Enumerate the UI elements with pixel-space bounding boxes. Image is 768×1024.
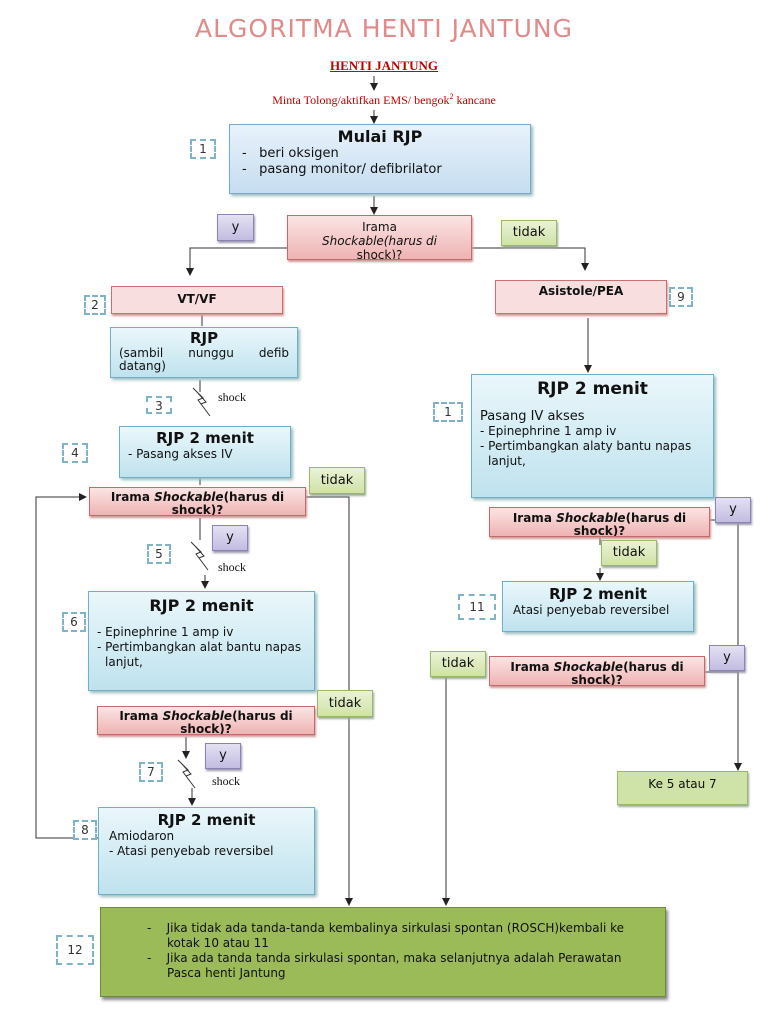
step-number-11: 11 xyxy=(458,594,496,620)
cpr-box: RJP (sambil nunggu defib datang) xyxy=(110,327,298,378)
final-note-box: - Jika tidak ada tanda-tanda kembalinya … xyxy=(100,907,666,997)
call-for-help-line: Minta Tolong/aktifkan EMS/ bengok2 kanca… xyxy=(272,92,496,107)
label-yes: y xyxy=(217,214,254,241)
step-number-5: 5 xyxy=(147,544,171,564)
page-title: ALGORITMA HENTI JANTUNG xyxy=(195,14,573,43)
list-item: pasang monitor/ defibrilator xyxy=(242,162,518,178)
start-cpr-box: Mulai RJP beri oksigen pasang monitor/ d… xyxy=(229,124,531,194)
go-to-5-or-7-box: Ke 5 atau 7 xyxy=(617,771,748,805)
decision-shockable-right-1: Irama Shockable(harus di shock)? xyxy=(489,507,710,537)
step-number-6: 6 xyxy=(62,612,86,632)
cpr-2min-box-11: RJP 2 menit Atasi penyebab reversibel xyxy=(502,581,694,632)
decision-shockable-top: Irama Shockable(harus di shock)? xyxy=(287,215,472,260)
label-no: tidak xyxy=(430,651,486,677)
step-number-8: 8 xyxy=(73,820,97,840)
label-no: tidak xyxy=(309,467,365,494)
shock-label: shock xyxy=(218,390,246,404)
decision-shockable-right-2: Irama Shockable(harus di shock)? xyxy=(489,656,705,686)
lightning-icon xyxy=(177,759,196,789)
list-item: beri oksigen xyxy=(242,146,518,162)
label-yes: y xyxy=(205,743,241,769)
shock-label: shock xyxy=(218,560,246,574)
lightning-icon xyxy=(192,387,211,417)
step-number-9: 9 xyxy=(669,287,693,307)
shock-label: shock xyxy=(212,774,240,788)
cpr-2min-box-4: RJP 2 menit - Pasang akses IV xyxy=(119,426,291,478)
lightning-icon xyxy=(190,541,209,571)
label-no: tidak xyxy=(317,690,373,717)
step-number-10: 1 xyxy=(433,402,463,422)
label-yes: y xyxy=(715,497,751,523)
step-number-7: 7 xyxy=(139,762,163,782)
cpr-2min-box-6: RJP 2 menit - Epinephrine 1 amp iv - Per… xyxy=(88,591,315,691)
cpr-2min-box-8: RJP 2 menit Amiodaron - Atasi penyebab r… xyxy=(98,807,315,895)
subtitle: HENTI JANTUNG xyxy=(330,58,438,73)
step-number-2: 2 xyxy=(84,295,106,315)
decision-shockable-left-2: Irama Shockable(harus di shock)? xyxy=(97,706,315,735)
list-item: - Jika ada tanda tanda sirkulasi spontan… xyxy=(147,951,622,980)
step-number-12: 12 xyxy=(56,935,94,965)
label-yes: y xyxy=(212,525,248,551)
vt-vf-box: VT/VF xyxy=(111,286,283,314)
step-number-1: 1 xyxy=(190,139,216,159)
step-number-3: 3 xyxy=(146,396,172,414)
asystole-pea-box: Asistole/PEA xyxy=(495,280,667,314)
step-number-4: 4 xyxy=(62,443,88,463)
start-cpr-title: Mulai RJP xyxy=(337,127,423,146)
cpr-2min-box-10: RJP 2 menit Pasang IV akses - Epinephrin… xyxy=(471,374,714,498)
decision-shockable-left-1: Irama Shockable(harus di shock)? xyxy=(89,487,306,516)
label-no: tidak xyxy=(501,220,557,246)
list-item: - Jika tidak ada tanda-tanda kembalinya … xyxy=(147,921,625,950)
start-cpr-list: beri oksigen pasang monitor/ defibrilato… xyxy=(242,146,518,178)
label-no: tidak xyxy=(601,540,657,566)
label-yes: y xyxy=(709,645,745,671)
